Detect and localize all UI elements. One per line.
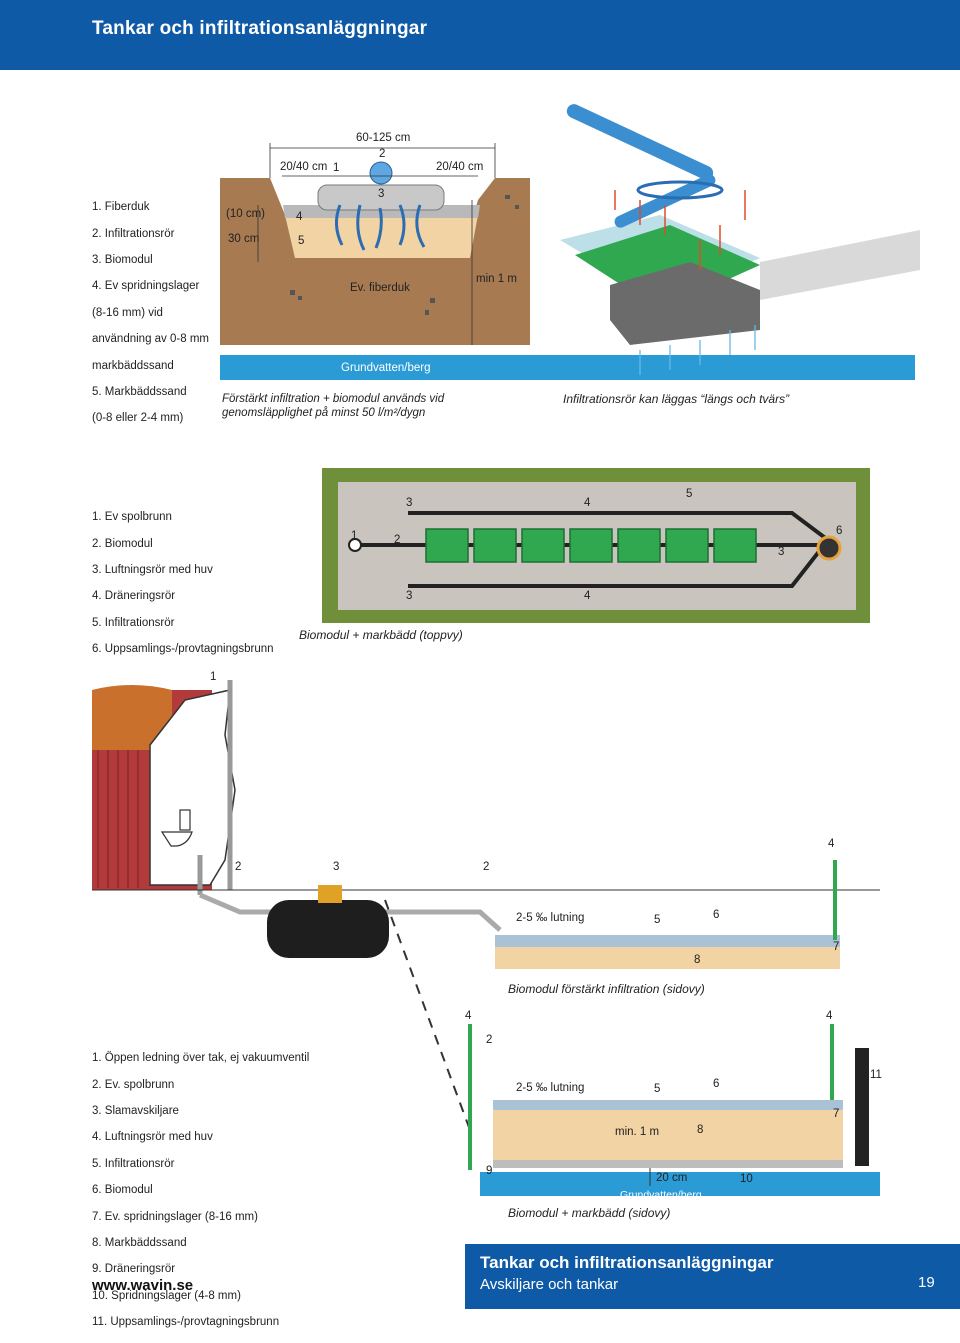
bed-side-view-diagram bbox=[468, 1024, 880, 1196]
bed-min-label: min. 1 m bbox=[615, 1126, 660, 1138]
top-marker-3c: 3 bbox=[778, 546, 785, 558]
side-marker-5: 5 bbox=[654, 914, 661, 926]
top-marker-2: 2 bbox=[394, 534, 401, 546]
legend-item: (0-8 eller 2-4 mm) bbox=[92, 412, 184, 425]
side-marker-7: 7 bbox=[833, 941, 840, 953]
bed-marker-2: 2 bbox=[486, 1034, 493, 1046]
marker-5: 5 bbox=[298, 235, 305, 247]
caption-right: Infiltrationsrör kan läggas “längs och t… bbox=[563, 392, 790, 406]
trench-cross-section bbox=[220, 104, 920, 380]
side-marker-3: 3 bbox=[333, 861, 340, 873]
depth-top-label: (10 cm) bbox=[226, 208, 265, 220]
legend-section2: 1. Ev spolbrunn 2. Biomodul 3. Luftnings… bbox=[92, 498, 274, 670]
page-title: Tankar och infiltrationsanläggningar bbox=[92, 18, 428, 39]
bed-marker-4a: 4 bbox=[465, 1010, 472, 1022]
top-marker-1: 1 bbox=[351, 530, 358, 542]
top-view-diagram bbox=[322, 468, 870, 623]
top-marker-5: 5 bbox=[686, 488, 693, 500]
caption-topview: Biomodul + markbädd (toppvy) bbox=[299, 628, 463, 642]
legend-item: 9. Dräneringsrör bbox=[92, 1263, 176, 1276]
top-marker-3b: 3 bbox=[406, 590, 413, 602]
side-view-diagram bbox=[92, 680, 880, 1131]
legend-item: 5. Infiltrationsrör bbox=[92, 1157, 175, 1170]
legend-item: (8-16 mm) vid bbox=[92, 306, 163, 319]
bed-cm-label: 20 cm bbox=[656, 1172, 688, 1184]
bed-marker-10: 10 bbox=[740, 1173, 753, 1185]
legend-item: 4. Luftningsrör med huv bbox=[92, 1131, 213, 1144]
marker-2: 2 bbox=[379, 148, 386, 160]
legend-item: 5. Markbäddssand bbox=[92, 386, 187, 399]
fiberduk-label: Ev. fiberduk bbox=[350, 282, 410, 294]
caption-left: Förstärkt infiltration + biomodul använd… bbox=[222, 393, 445, 419]
bed-marker-4b: 4 bbox=[826, 1010, 833, 1022]
footer-subtitle: Avskiljare och tankar bbox=[480, 1276, 619, 1293]
slope-label: 2-5 ‰ lutning bbox=[516, 912, 585, 924]
top-marker-6: 6 bbox=[836, 525, 843, 537]
bed-marker-8: 8 bbox=[697, 1124, 704, 1136]
legend-item: 2. Infiltrationsrör bbox=[92, 227, 175, 240]
legend-item: 2. Ev. spolbrunn bbox=[92, 1078, 175, 1091]
marker-3: 3 bbox=[378, 188, 385, 200]
footer-bar bbox=[465, 1244, 960, 1309]
top-marker-3a: 3 bbox=[406, 497, 413, 509]
legend-item: 6. Biomodul bbox=[92, 1184, 153, 1197]
legend-item: 3. Luftningsrör med huv bbox=[92, 564, 213, 577]
bed-marker-9: 9 bbox=[486, 1165, 493, 1177]
page-number: 19 bbox=[918, 1274, 935, 1291]
side-marker-2b: 2 bbox=[483, 861, 490, 873]
legend-item: användning av 0-8 mm bbox=[92, 333, 209, 346]
bed-groundwater-label: Grundvatten/berg bbox=[620, 1189, 702, 1201]
legend-item: 6. Uppsamlings-/provtagningsbrunn bbox=[92, 643, 274, 656]
legend-item: 5. Infiltrationsrör bbox=[92, 616, 175, 629]
caption-bed-sideview: Biomodul + markbädd (sidovy) bbox=[508, 1206, 671, 1220]
marker-4: 4 bbox=[296, 211, 303, 223]
side-marker-4: 4 bbox=[828, 838, 835, 850]
bed-slope-label: 2-5 ‰ lutning bbox=[516, 1082, 585, 1094]
bed-marker-7: 7 bbox=[833, 1108, 840, 1120]
min-depth-label: min 1 m bbox=[476, 273, 517, 285]
side-marker-1: 1 bbox=[210, 671, 217, 683]
legend-item: 1. Fiberduk bbox=[92, 201, 150, 214]
legend-item: 11. Uppsamlings-/provtagningsbrunn bbox=[92, 1316, 280, 1329]
website-link[interactable]: www.wavin.se bbox=[92, 1277, 194, 1294]
legend-item: 4. Ev spridningslager bbox=[92, 280, 200, 293]
legend-item: 3. Slamavskiljare bbox=[92, 1105, 179, 1118]
legend-section1: 1. Fiberduk 2. Infiltrationsrör 3. Biomo… bbox=[92, 188, 209, 439]
top-marker-4b: 4 bbox=[584, 590, 591, 602]
bed-marker-5: 5 bbox=[654, 1083, 661, 1095]
width-label: 60-125 cm bbox=[356, 132, 411, 144]
side-marker-8: 8 bbox=[694, 954, 701, 966]
top-marker-4a: 4 bbox=[584, 497, 591, 509]
legend-item: 2. Biomodul bbox=[92, 537, 153, 550]
caption-sideview: Biomodul förstärkt infiltration (sidovy) bbox=[508, 982, 705, 996]
marker-1: 1 bbox=[333, 162, 340, 174]
side-marker-2a: 2 bbox=[235, 861, 242, 873]
legend-item: 7. Ev. spridningslager (8-16 mm) bbox=[92, 1210, 258, 1223]
legend-item: 3. Biomodul bbox=[92, 254, 153, 267]
legend-item: 1. Ev spolbrunn bbox=[92, 511, 172, 524]
side-marker-6: 6 bbox=[713, 909, 720, 921]
bed-marker-11: 11 bbox=[870, 1069, 882, 1081]
groundwater-label: Grundvatten/berg bbox=[341, 362, 431, 374]
legend-item: 10. Spridningslager (4-8 mm) bbox=[92, 1289, 241, 1302]
header-bar bbox=[0, 0, 960, 70]
footer-title: Tankar och infiltrationsanläggningar bbox=[480, 1253, 774, 1272]
legend-item: 1. Öppen ledning över tak, ej vakuumvent… bbox=[92, 1052, 310, 1065]
legend-item: 4. Dräneringsrör bbox=[92, 590, 176, 603]
legend-item: 8. Markbäddssand bbox=[92, 1237, 187, 1250]
bed-marker-6: 6 bbox=[713, 1078, 720, 1090]
legend-item: markbäddssand bbox=[92, 359, 174, 372]
depth-label: 30 cm bbox=[228, 233, 260, 245]
side-right-label: 20/40 cm bbox=[436, 161, 484, 173]
side-left-label: 20/40 cm bbox=[280, 161, 328, 173]
